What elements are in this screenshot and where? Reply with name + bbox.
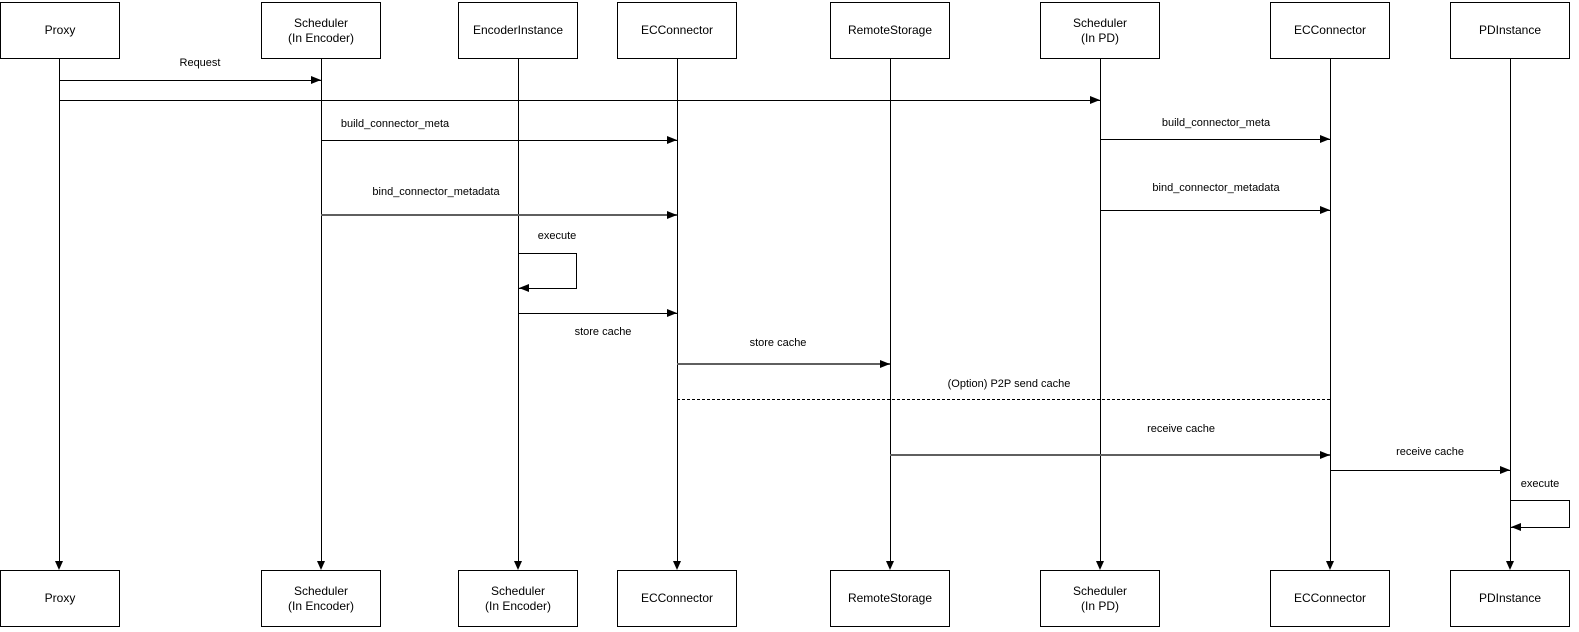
self-loop-execute-encoder: [519, 253, 577, 289]
message-line-p2p-send-cache: [677, 399, 1330, 400]
participant-box-ecconnector2-top: ECConnector: [1270, 2, 1390, 59]
lifeline-pdinstance: [1510, 59, 1511, 561]
message-label-store-cache-remote: store cache: [747, 337, 809, 349]
message-label-build-connector-meta-pd: build_connector_meta: [1159, 117, 1273, 129]
lifeline-end-arrow-icon: [1506, 561, 1514, 570]
arrowhead-right-icon: [667, 309, 677, 317]
arrowhead-right-icon: [311, 76, 321, 84]
participant-box-proxy-top: Proxy: [0, 2, 120, 59]
arrowhead-right-icon: [1090, 96, 1100, 104]
participant-box-pdinstance-top: PDInstance: [1450, 2, 1570, 59]
participant-box-remotestorage-top: RemoteStorage: [830, 2, 950, 59]
participant-box-scheduler-pd-top: Scheduler (In PD): [1040, 2, 1160, 59]
lifeline-proxy: [59, 59, 60, 561]
message-line-bind-connector-metadata: [321, 214, 677, 216]
participant-box-scheduler-encoder2-bottom: Scheduler (In Encoder): [458, 570, 578, 627]
message-label-p2p-send-cache: (Option) P2P send cache: [945, 378, 1073, 390]
arrowhead-right-icon: [1320, 206, 1330, 214]
lifeline-ecconnector2: [1330, 59, 1331, 561]
message-label-receive-cache-pd: receive cache: [1394, 446, 1466, 458]
lifeline-end-arrow-icon: [55, 561, 63, 570]
message-line-receive-cache: [890, 454, 1330, 456]
message-label-execute-encoder: execute: [535, 230, 579, 242]
message-label-receive-cache: receive cache: [1145, 423, 1217, 435]
message-label-execute-pd: execute: [1518, 478, 1562, 490]
arrowhead-right-icon: [667, 136, 677, 144]
participant-box-scheduler-encoder-top: Scheduler (In Encoder): [261, 2, 381, 59]
message-line-request: [59, 80, 321, 81]
lifeline-encoderinstance: [518, 59, 519, 561]
lifeline-end-arrow-icon: [673, 561, 681, 570]
message-label-store-cache-encoder: store cache: [572, 326, 634, 338]
lifeline-end-arrow-icon: [317, 561, 325, 570]
lifeline-remotestorage: [890, 59, 891, 561]
participant-box-encoderinstance-top: EncoderInstance: [458, 2, 578, 59]
message-label-bind-connector-metadata-pd: bind_connector_metadata: [1150, 182, 1282, 194]
participant-box-ecconnector2-bottom: ECConnector: [1270, 570, 1390, 627]
arrowhead-right-icon: [1320, 451, 1330, 459]
arrowhead-right-icon: [1500, 466, 1510, 474]
participant-box-ecconnector-top: ECConnector: [617, 2, 737, 59]
lifeline-end-arrow-icon: [1326, 561, 1334, 570]
message-line-receive-cache-pd: [1330, 470, 1510, 471]
message-line-proxy-to-scheduler-pd: [59, 100, 1100, 101]
message-label-request: Request: [177, 57, 223, 69]
participant-box-scheduler-encoder-bottom: Scheduler (In Encoder): [261, 570, 381, 627]
message-line-build-connector-meta-pd: [1100, 139, 1330, 140]
message-line-store-cache-encoder: [518, 313, 677, 314]
lifeline-scheduler-pd: [1100, 59, 1101, 561]
arrowhead-left-icon: [519, 284, 529, 292]
lifeline-scheduler-encoder: [321, 59, 322, 561]
participant-box-remotestorage-bottom: RemoteStorage: [830, 570, 950, 627]
message-label-bind-connector-metadata: bind_connector_metadata: [370, 186, 502, 198]
message-line-store-cache-remote: [677, 363, 890, 365]
participant-box-ecconnector-bottom: ECConnector: [617, 570, 737, 627]
message-line-build-connector-meta: [321, 140, 677, 141]
arrowhead-right-icon: [880, 360, 890, 368]
lifeline-end-arrow-icon: [514, 561, 522, 570]
participant-box-proxy-bottom: Proxy: [0, 570, 120, 627]
arrowhead-right-icon: [1320, 135, 1330, 143]
participant-box-scheduler-pd-bottom: Scheduler (In PD): [1040, 570, 1160, 627]
lifeline-end-arrow-icon: [1096, 561, 1104, 570]
lifeline-ecconnector: [677, 59, 678, 561]
message-line-bind-connector-metadata-pd: [1100, 210, 1330, 211]
arrowhead-right-icon: [667, 211, 677, 219]
self-loop-execute-pd: [1511, 500, 1570, 528]
lifeline-end-arrow-icon: [886, 561, 894, 570]
message-label-build-connector-meta: build_connector_meta: [338, 118, 452, 130]
participant-box-pdinstance-bottom: PDInstance: [1450, 570, 1570, 627]
arrowhead-left-icon: [1511, 523, 1521, 531]
